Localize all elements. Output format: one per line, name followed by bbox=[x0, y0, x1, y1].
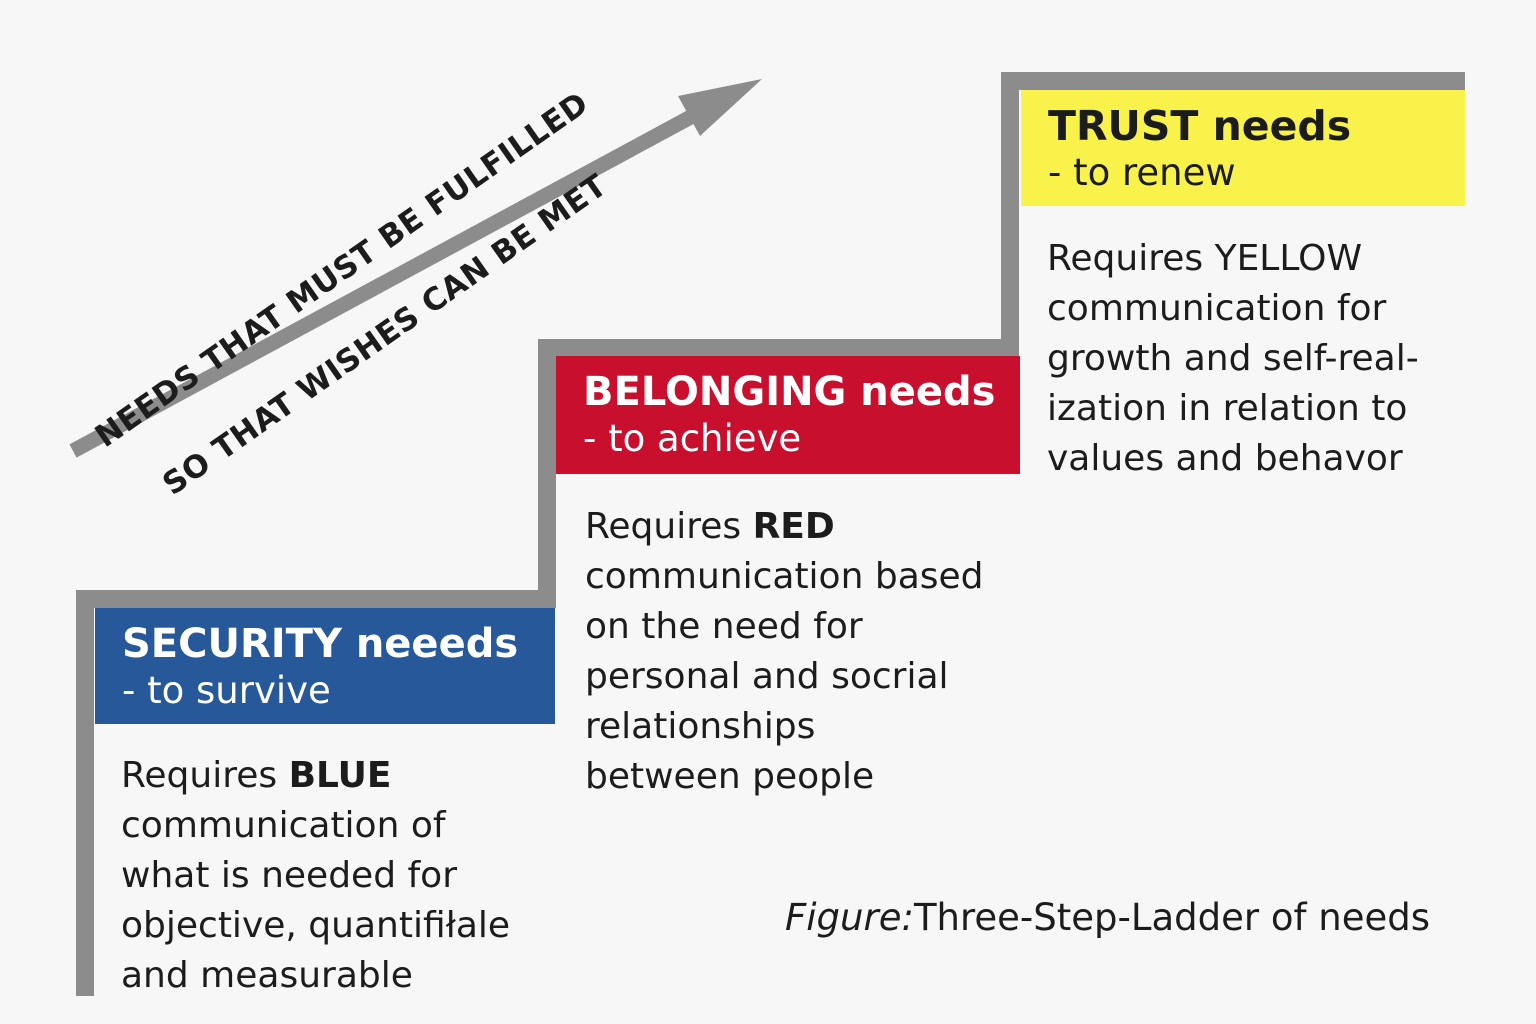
security-title: SECURITY neeeds bbox=[122, 621, 519, 667]
caption-prefix: Figure: bbox=[785, 896, 914, 939]
security-step-header: SECURITY neeeds - to survive bbox=[95, 608, 555, 724]
belonging-desc-line: personal and socrial bbox=[585, 656, 949, 697]
trust-description: Requires YELLOW communication for growth… bbox=[1047, 234, 1419, 484]
belonging-description: Requires RED communication based on the … bbox=[585, 502, 984, 802]
belonging-desc-prefix: Requires bbox=[585, 506, 753, 547]
caption-text: Three-Step-Ladder of needs bbox=[913, 896, 1431, 939]
security-desc-line: objective, quantifiłale bbox=[121, 905, 511, 946]
belonging-desc-color: RED bbox=[752, 506, 835, 547]
belonging-desc-line: between people bbox=[585, 756, 875, 797]
security-desc-prefix: Requires bbox=[121, 755, 289, 796]
belonging-step-header: BELONGING needs - to achieve bbox=[556, 356, 1020, 474]
security-subtitle: - to survive bbox=[122, 669, 331, 712]
arrow-icon bbox=[69, 79, 762, 458]
ladder-outline bbox=[76, 72, 1465, 996]
security-desc-line: communication of bbox=[121, 805, 446, 846]
trust-desc-line: ization in relation to bbox=[1047, 388, 1408, 429]
trust-desc-line: values and behavor bbox=[1047, 438, 1403, 479]
trust-desc-line: Requires YELLOW bbox=[1047, 238, 1363, 279]
belonging-subtitle: - to achieve bbox=[583, 417, 802, 460]
security-description: Requires BLUE communication of what is n… bbox=[121, 751, 510, 1001]
trust-subtitle: - to renew bbox=[1048, 151, 1236, 194]
security-desc-color: BLUE bbox=[288, 755, 392, 796]
belonging-desc-line: on the need for bbox=[585, 606, 863, 647]
trust-title: TRUST needs bbox=[1048, 102, 1352, 150]
trust-desc-line: communication for bbox=[1047, 288, 1387, 329]
belonging-desc-line: relationships bbox=[585, 706, 816, 747]
trust-desc-line: growth and self-real- bbox=[1047, 338, 1419, 379]
security-desc-line: and measurable bbox=[121, 955, 413, 996]
security-desc-line: what is needed for bbox=[121, 855, 457, 896]
figure-caption: Figure:Three-Step-Ladder of needs bbox=[785, 895, 1430, 941]
belonging-desc-line: communication based bbox=[585, 556, 984, 597]
trust-step-header: TRUST needs - to renew bbox=[1021, 90, 1465, 206]
belonging-title: BELONGING needs bbox=[583, 369, 996, 415]
